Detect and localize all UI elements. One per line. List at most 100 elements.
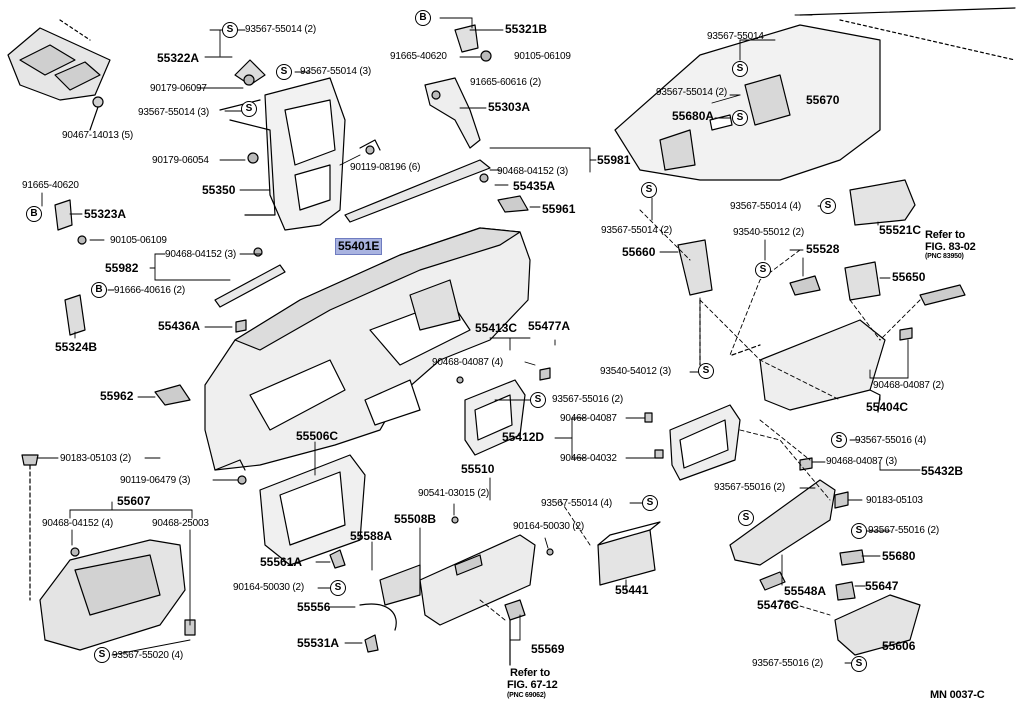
- part-label: 55510: [461, 462, 495, 476]
- part-label: 55588A: [350, 529, 393, 543]
- refer-to-pnc-label: (PNC 83950): [925, 253, 964, 260]
- part-label: 90119-06479 (3): [120, 475, 191, 486]
- part-label: 55436A: [158, 319, 201, 333]
- part-label: 93567-55014 (4): [730, 201, 801, 212]
- part-label: 55435A: [513, 179, 556, 193]
- part-label: 55321B: [505, 22, 548, 36]
- refer-to-label: Refer to: [510, 667, 550, 679]
- leader-lines: [36, 14, 921, 664]
- part-label: 93567-55016 (2): [752, 658, 823, 669]
- part-label: 90468-04087: [560, 413, 617, 424]
- part-label: 55647: [865, 579, 899, 593]
- part-label: 55404C: [866, 400, 909, 414]
- part-label: 90468-04087 (2): [873, 380, 944, 391]
- part-label: 90468-04152 (3): [497, 166, 568, 177]
- right-dash-fragment-drawing: [614, 7, 1016, 181]
- b-badge: B: [91, 282, 107, 298]
- part-label: 55981: [597, 153, 631, 167]
- s-badge: S: [820, 198, 836, 214]
- diagram-id-label: MN 0037-C: [930, 689, 985, 701]
- part-label: 55412D: [502, 430, 545, 444]
- part-label: 55531A: [297, 636, 340, 650]
- part-label: 55324B: [55, 340, 98, 354]
- refer-to-label: Refer to: [925, 229, 965, 241]
- center-cluster-drawing: [456, 367, 741, 586]
- part-label: 93567-55014: [707, 31, 764, 42]
- part-label: 93567-55014 (3): [300, 66, 371, 77]
- part-label: 55680: [882, 549, 916, 563]
- part-label: 90468-04032: [560, 453, 617, 464]
- part-label: 91665-40620: [22, 180, 79, 191]
- s-badge: S: [732, 110, 748, 126]
- part-label: 55606: [882, 639, 916, 653]
- b-badge: B: [415, 10, 431, 26]
- part-label: 90541-03015 (2): [418, 488, 489, 499]
- part-label: 55650: [892, 270, 926, 284]
- glove-box-drawing: [259, 454, 554, 666]
- part-label: 55322A: [157, 51, 200, 65]
- part-label: 55508B: [394, 512, 437, 526]
- part-label: 55413C: [475, 321, 518, 335]
- part-label: 55441: [615, 583, 649, 597]
- instrument-panel-drawing: [154, 227, 531, 485]
- s-badge: S: [241, 101, 257, 117]
- part-label: 93567-55020 (4): [112, 650, 183, 661]
- part-label: 93567-55016 (2): [552, 394, 623, 405]
- s-badge: S: [738, 510, 754, 526]
- s-badge: S: [330, 580, 346, 596]
- console-fragment-drawing: [7, 19, 111, 131]
- part-label: 90467-14013 (5): [62, 130, 133, 141]
- part-label: 90119-08196 (6): [350, 162, 421, 173]
- part-label: 55506C: [296, 429, 339, 443]
- bracket-55350-drawing: [219, 59, 381, 231]
- part-label: 93567-55014 (2): [245, 24, 316, 35]
- part-label: 91665-60616 (2): [470, 77, 541, 88]
- part-label: 90179-06054: [152, 155, 209, 166]
- dashed-leaders: [479, 209, 921, 621]
- part-label: 55477A: [528, 319, 571, 333]
- s-badge: S: [732, 61, 748, 77]
- part-label: 90468-04087 (4): [432, 357, 503, 368]
- part-label: 93567-55014 (2): [601, 225, 672, 236]
- refer-to-label: FIG. 83-02: [925, 241, 976, 253]
- vents-and-bracket-drawing: [677, 179, 966, 413]
- part-label: 93540-55012 (2): [733, 227, 804, 238]
- part-label: 55962: [100, 389, 134, 403]
- part-label: 55350: [202, 183, 236, 197]
- part-label: 90164-50030 (2): [513, 521, 584, 532]
- part-label: 90105-06109: [110, 235, 167, 246]
- part-label: 55323A: [84, 207, 127, 221]
- part-label: 55660: [622, 245, 656, 259]
- s-badge: S: [851, 656, 867, 672]
- part-label: 90468-04152 (4): [42, 518, 113, 529]
- part-label: 55548A: [784, 584, 827, 598]
- part-label: 90468-04087 (3): [826, 456, 897, 467]
- part-label: 55561A: [260, 555, 303, 569]
- s-badge: S: [222, 22, 238, 38]
- part-label: 93567-55016 (4): [855, 435, 926, 446]
- lower-trim-55607-drawing: [21, 454, 196, 651]
- side-brackets-drawing: [54, 199, 87, 336]
- s-badge: S: [755, 262, 771, 278]
- part-label: 55569: [531, 642, 565, 656]
- s-badge: S: [94, 647, 110, 663]
- part-label: 55982: [105, 261, 139, 275]
- part-label: 93567-55016 (2): [868, 525, 939, 536]
- part-label: 55607: [117, 494, 151, 508]
- part-label: 90179-06097: [150, 83, 207, 94]
- part-label: 55680A: [672, 109, 715, 123]
- highlighted-part-label[interactable]: 55401E: [335, 238, 383, 255]
- part-label: 55961: [542, 202, 576, 216]
- part-label: 55476C: [757, 598, 800, 612]
- part-label: 93567-55016 (2): [714, 482, 785, 493]
- s-badge: S: [831, 432, 847, 448]
- part-label: 90468-25003: [152, 518, 209, 529]
- b-badge: B: [26, 206, 42, 222]
- defroster-strip-drawing: [214, 159, 529, 308]
- part-label: 93540-54012 (3): [600, 366, 671, 377]
- part-label: 93567-55014 (4): [541, 498, 612, 509]
- lower-right-parts-drawing: [729, 457, 921, 656]
- part-label: 55303A: [488, 100, 531, 114]
